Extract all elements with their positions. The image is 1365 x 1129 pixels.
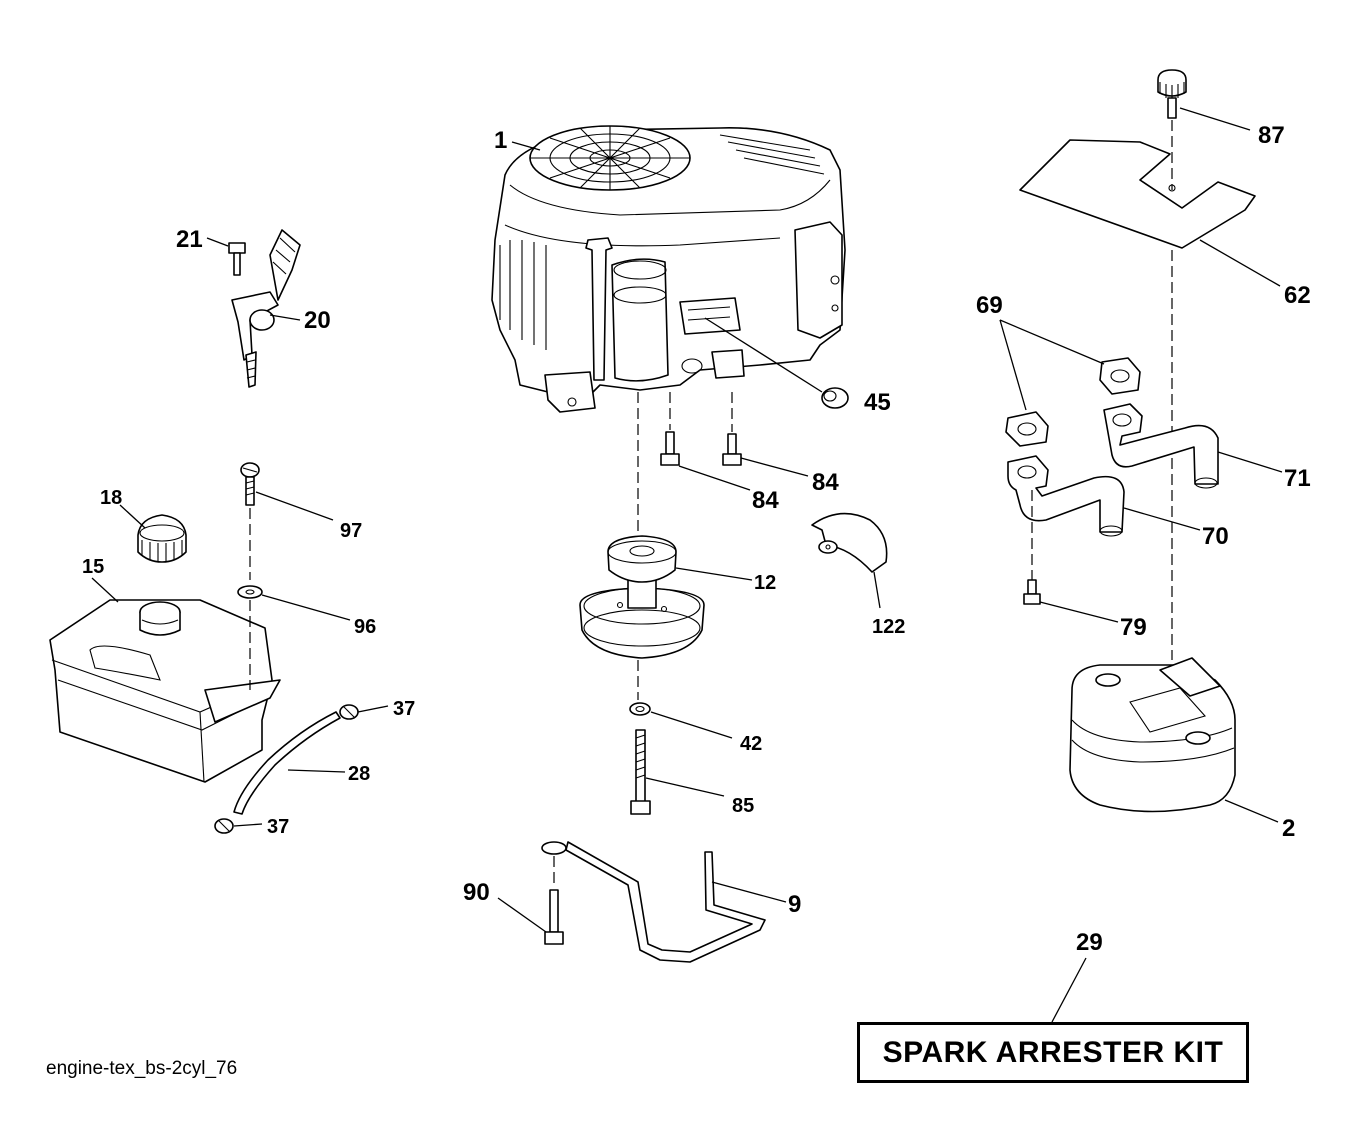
fuel-line: [233, 711, 341, 815]
mount-bolt-right: [722, 433, 742, 466]
hose-clamp-top: [339, 704, 359, 720]
exhaust-pipe-left: [1007, 455, 1125, 537]
diagram-caption: engine-tex_bs-2cyl_76: [46, 1058, 238, 1079]
spark-arrester-kit-box: SPARK ARRESTER KIT: [857, 1022, 1249, 1083]
callout-belt-guide: 122: [872, 616, 905, 638]
callout-engine: 1: [494, 127, 507, 154]
belt-guide: [811, 512, 888, 573]
callout-exhaust-pipe-left: 70: [1202, 523, 1229, 550]
callout-fuel-line: 28: [348, 763, 370, 785]
pulley-washer: [629, 702, 651, 716]
shield-knob: [1157, 69, 1187, 119]
callout-heat-shield: 62: [1284, 282, 1311, 309]
oil-drain-cap: [821, 387, 849, 409]
callout-pulley: 12: [754, 572, 776, 594]
exhaust-gaskets: [1005, 357, 1141, 447]
callout-tank-screw: 97: [340, 520, 362, 542]
callout-spark-arrester-kit: 29: [1076, 929, 1103, 956]
callout-mount-bolt-right: 84: [812, 469, 839, 496]
callout-muffler: 2: [1282, 815, 1295, 842]
muffler: [1069, 657, 1236, 813]
throttle-control: [231, 229, 301, 388]
exhaust-pipe-right: [1103, 403, 1219, 489]
callout-pulley-washer: 42: [740, 733, 762, 755]
callout-throttle-control: 20: [304, 307, 331, 334]
fuel-tank: [49, 599, 281, 783]
callout-shield-knob: 87: [1258, 122, 1285, 149]
callout-pulley-bolt: 85: [732, 795, 754, 817]
heat-shield: [1019, 139, 1256, 249]
hose-clamp-bottom: [214, 818, 234, 834]
fuel-cap: [137, 514, 187, 563]
tank-washer: [237, 585, 263, 599]
callout-rod-bolt: 90: [463, 879, 490, 906]
pulley: [579, 535, 705, 659]
callout-exhaust-gaskets: 69: [976, 292, 1003, 319]
shield-rod: [541, 841, 766, 963]
rod-bolt: [544, 856, 564, 945]
callout-exhaust-pipe-right: 71: [1284, 465, 1311, 492]
callout-tank-washer: 96: [354, 616, 376, 638]
callout-shield-rod: 9: [788, 891, 801, 918]
callout-fuel-cap: 18: [100, 487, 122, 509]
muffler-bolt: [1023, 579, 1041, 605]
callout-hose-clamp-bottom: 37: [267, 816, 289, 838]
tank-screw: [240, 462, 260, 506]
callout-fuel-tank: 15: [82, 556, 104, 578]
engine: [491, 125, 846, 413]
spark-arrester-kit-label: SPARK ARRESTER KIT: [882, 1035, 1224, 1069]
callout-hose-clamp-top: 37: [393, 698, 415, 720]
callout-muffler-bolt: 79: [1120, 614, 1147, 641]
callout-oil-drain-cap: 45: [864, 389, 891, 416]
pulley-bolt: [630, 729, 651, 815]
mount-bolt-left: [660, 431, 680, 466]
callout-mount-bolt-left: 84: [752, 487, 779, 514]
callout-throttle-screw: 21: [176, 226, 203, 253]
throttle-screw: [228, 242, 246, 276]
